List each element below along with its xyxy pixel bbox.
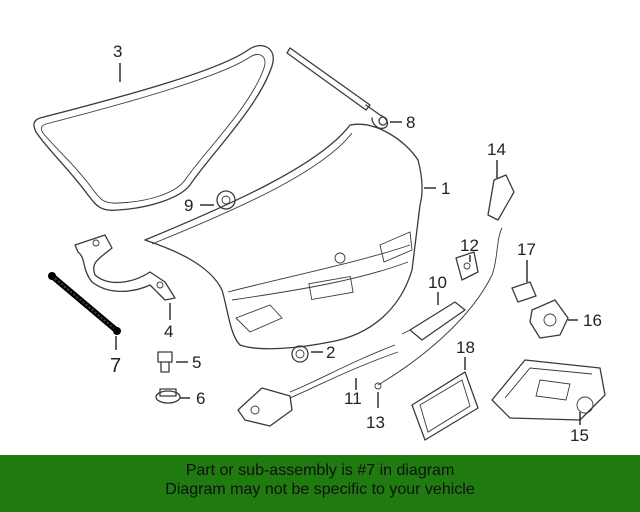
- part-8-gas-strut[interactable]: [286, 47, 389, 130]
- part-11-lock-actuator[interactable]: [237, 344, 399, 427]
- info-banner: Part or sub-assembly is #7 in diagram Di…: [0, 455, 640, 512]
- callout-17[interactable]: 17: [517, 240, 536, 259]
- callout-10[interactable]: 10: [428, 273, 447, 292]
- callout-13[interactable]: 13: [366, 413, 385, 432]
- part-5-bolt[interactable]: [157, 351, 173, 373]
- part-2-grommet[interactable]: [291, 345, 309, 363]
- part-9-bumper[interactable]: [216, 190, 236, 210]
- banner-line-2: Diagram may not be specific to your vehi…: [165, 481, 475, 498]
- leader-lines: [115, 63, 581, 425]
- callout-16[interactable]: 16: [583, 311, 602, 330]
- callout-18[interactable]: 18: [456, 338, 475, 357]
- part-10-switch[interactable]: [401, 301, 466, 341]
- callout-7[interactable]: 7: [110, 355, 121, 377]
- callout-labels: 3 8 1 9 4 7 5 6 2 11 13 10 12 14 17 16 1…: [110, 42, 602, 445]
- part-6-nut[interactable]: [155, 388, 181, 404]
- callout-6[interactable]: 6: [196, 389, 205, 408]
- parts-diagram: 3 8 1 9 4 7 5 6 2 11 13 10 12 14 17 16 1…: [33, 42, 606, 445]
- callout-1[interactable]: 1: [441, 179, 450, 198]
- callout-8[interactable]: 8: [406, 113, 415, 132]
- part-7-gas-strut-highlight[interactable]: [48, 272, 121, 335]
- callout-2[interactable]: 2: [326, 343, 335, 362]
- part-17-clip[interactable]: [511, 281, 537, 303]
- part-12-bracket[interactable]: [455, 251, 479, 281]
- part-3-weatherstrip[interactable]: [33, 45, 274, 211]
- part-15-handle-assembly[interactable]: [491, 359, 606, 421]
- part-14-cover[interactable]: [487, 174, 515, 221]
- callout-5[interactable]: 5: [192, 353, 201, 372]
- part-13-release-cable[interactable]: [374, 227, 503, 390]
- banner-line-1: Part or sub-assembly is #7 in diagram: [185, 462, 455, 479]
- callout-9[interactable]: 9: [184, 196, 193, 215]
- callout-14[interactable]: 14: [487, 140, 506, 159]
- part-16-lock-cylinder[interactable]: [529, 299, 569, 339]
- callout-12[interactable]: 12: [460, 236, 479, 255]
- part-1-trunk-lid[interactable]: [144, 123, 423, 350]
- callout-15[interactable]: 15: [570, 426, 589, 445]
- part-18-lamp[interactable]: [411, 371, 479, 441]
- callout-4[interactable]: 4: [164, 322, 173, 341]
- callout-3[interactable]: 3: [113, 42, 122, 61]
- part-4-hinge[interactable]: [74, 234, 176, 301]
- callout-11[interactable]: 11: [344, 389, 362, 408]
